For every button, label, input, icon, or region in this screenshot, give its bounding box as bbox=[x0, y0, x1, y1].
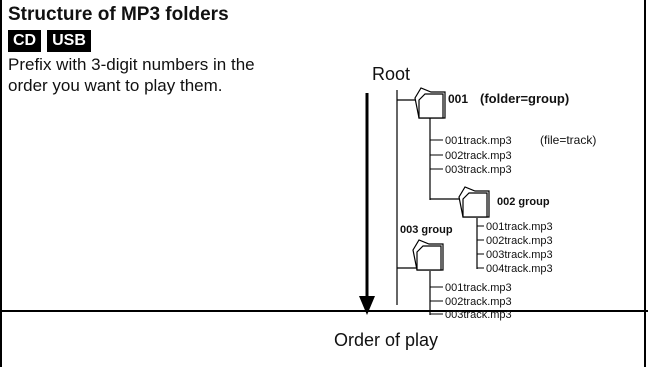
f3-track-2: 002track.mp3 bbox=[445, 296, 512, 308]
folder-003-name: 003 group bbox=[400, 224, 453, 236]
badge-row: CD USB bbox=[8, 30, 91, 52]
folder-001-note: (folder=group) bbox=[480, 91, 569, 106]
f1-track-3: 003track.mp3 bbox=[445, 164, 512, 176]
folder-003-icon bbox=[412, 239, 444, 271]
f3-track-1: 001track.mp3 bbox=[445, 282, 512, 294]
section-title: Structure of MP3 folders bbox=[8, 4, 229, 25]
f2-track-3: 003track.mp3 bbox=[486, 249, 553, 261]
f1-track-1: 001track.mp3 bbox=[445, 135, 512, 147]
f2-track-2: 002track.mp3 bbox=[486, 235, 553, 247]
usb-badge: USB bbox=[47, 30, 91, 52]
order-label: Order of play bbox=[334, 330, 438, 350]
cd-badge: CD bbox=[8, 30, 42, 52]
folder-001-name: 001 bbox=[448, 92, 468, 106]
folder-001-icon bbox=[414, 87, 446, 119]
order-arrow-head bbox=[359, 296, 375, 315]
divider bbox=[0, 310, 648, 312]
f1-track-note: (file=track) bbox=[540, 133, 596, 147]
folder-002-name: 002 group bbox=[497, 196, 550, 208]
folder-002-icon bbox=[458, 186, 490, 218]
f3-track-3: 003track.mp3 bbox=[445, 309, 512, 321]
section-description: Prefix with 3-digit numbers in the order… bbox=[8, 55, 255, 95]
root-label: Root bbox=[372, 64, 410, 84]
f2-track-1: 001track.mp3 bbox=[486, 221, 553, 233]
f2-track-4: 004track.mp3 bbox=[486, 263, 553, 275]
f1-track-2: 002track.mp3 bbox=[445, 150, 512, 162]
